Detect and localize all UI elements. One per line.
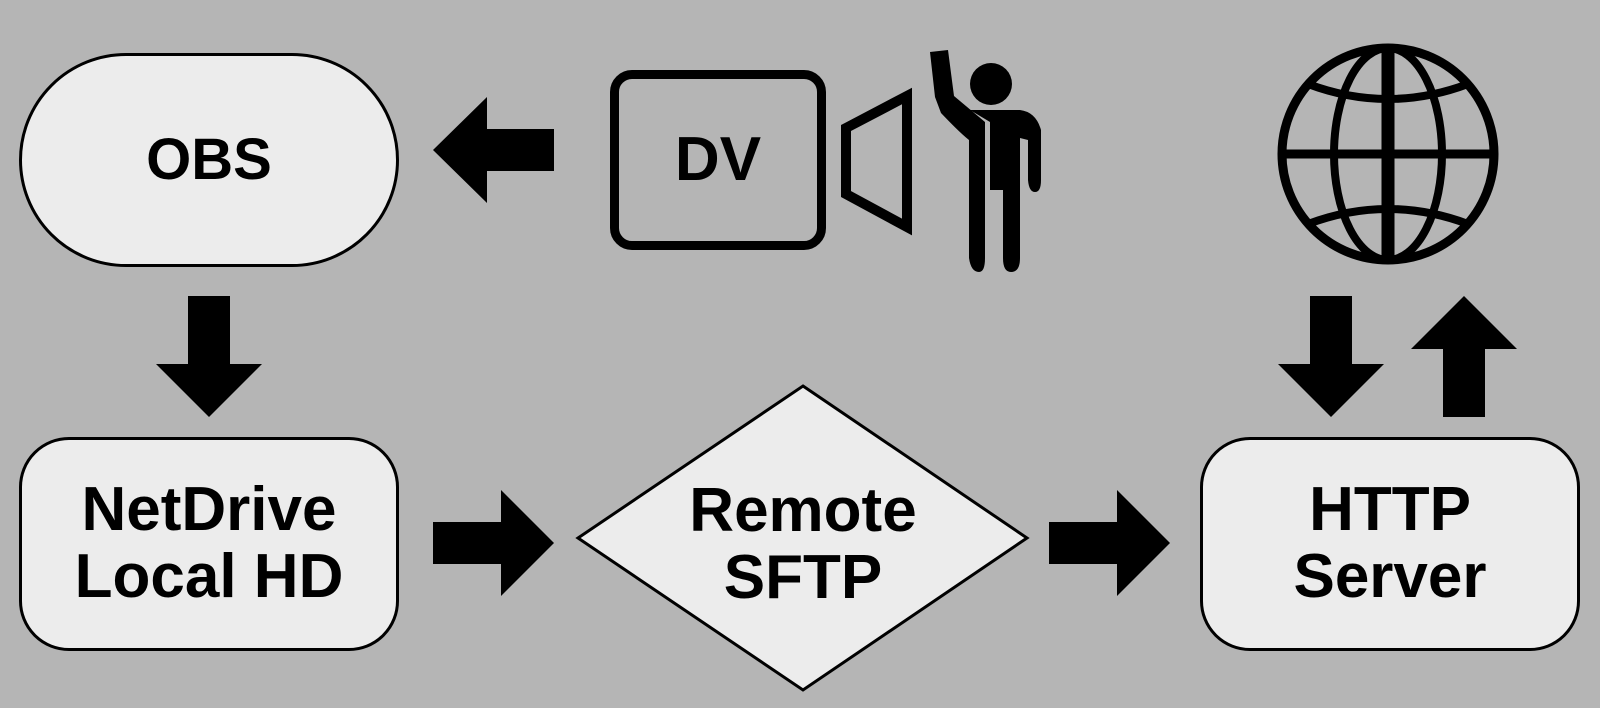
sftp-label-line1: Remote bbox=[689, 476, 917, 545]
netdrive-label-line2: Local HD bbox=[74, 542, 344, 611]
arrow-http-to-globe bbox=[1411, 296, 1517, 417]
http-label-line2: Server bbox=[1293, 542, 1487, 611]
sftp-diamond bbox=[575, 384, 1030, 692]
arrow-obs-to-netdrive bbox=[156, 296, 262, 417]
globe-icon bbox=[1277, 43, 1499, 265]
netdrive-node: NetDrive Local HD bbox=[19, 437, 399, 651]
person-icon bbox=[930, 50, 1041, 272]
netdrive-label-line1: NetDrive bbox=[81, 475, 337, 545]
camera-lens-icon bbox=[841, 87, 912, 236]
sftp-node-label: Remote SFTP bbox=[633, 476, 973, 612]
dv-camera-node: DV bbox=[610, 70, 826, 250]
arrow-sftp-to-http bbox=[1049, 490, 1170, 596]
arrow-dv-to-obs bbox=[433, 97, 554, 203]
http-label-line1: HTTP bbox=[1309, 475, 1471, 545]
arrow-globe-to-http bbox=[1278, 296, 1384, 417]
obs-label: OBS bbox=[146, 126, 272, 192]
http-server-node: HTTP Server bbox=[1200, 437, 1580, 651]
obs-node: OBS bbox=[19, 53, 399, 267]
arrow-netdrive-to-sftp bbox=[433, 490, 554, 596]
sftp-label-line2: SFTP bbox=[723, 542, 883, 612]
dv-label: DV bbox=[674, 124, 762, 194]
